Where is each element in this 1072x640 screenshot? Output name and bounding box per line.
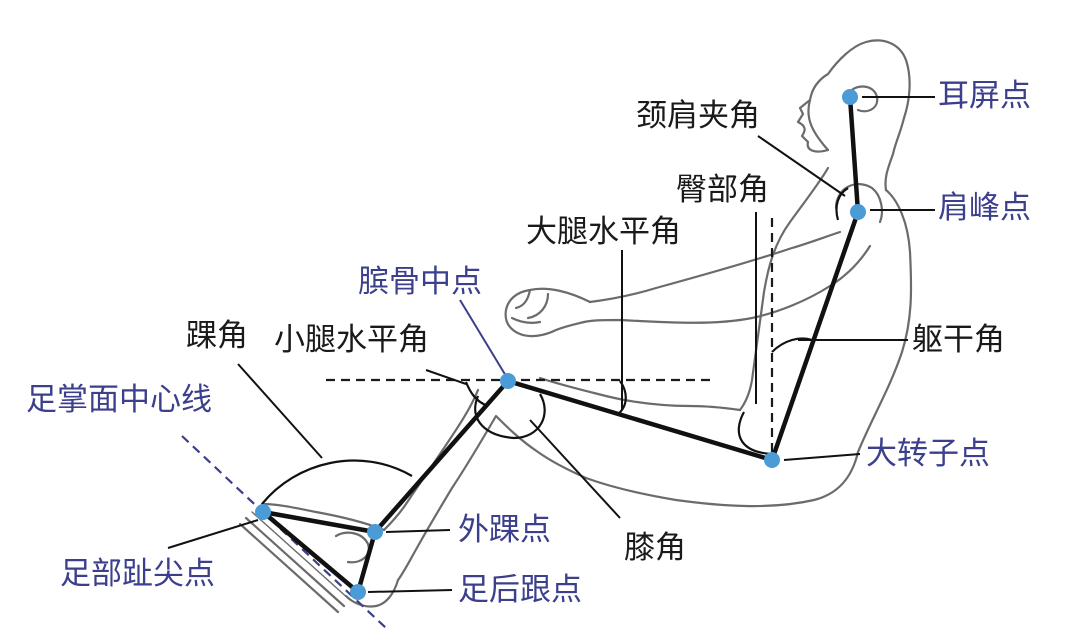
label-knee-angle: 膝角 xyxy=(624,530,686,566)
finger-3 xyxy=(510,316,542,324)
hand-outline xyxy=(504,287,592,338)
label-toe-tip: 足部趾尖点 xyxy=(60,556,215,592)
leader-shank xyxy=(425,369,467,385)
label-sole-center-line: 足掌面中心线 xyxy=(26,382,212,418)
leader-knee xyxy=(529,419,621,519)
ankle-angle-arc xyxy=(261,459,413,505)
link-toe-heel xyxy=(260,509,361,595)
upper-arm-bottom xyxy=(582,244,872,324)
leader-ankle xyxy=(237,363,323,459)
finger-2 xyxy=(526,292,550,320)
label-heel-point: 足后跟点 xyxy=(458,572,582,608)
label-ear-tragion: 耳屏点 xyxy=(938,78,1031,114)
foot-top xyxy=(260,502,386,532)
label-greater-trochanter: 大转子点 xyxy=(866,436,990,472)
ear-dot xyxy=(842,89,858,105)
link-hip-knee xyxy=(505,378,775,463)
leader-patella xyxy=(459,299,507,377)
neck-shoulder-angle-arc xyxy=(835,187,849,221)
leader-lines-blue xyxy=(459,299,507,377)
calf-back xyxy=(396,414,588,582)
label-shank-horizontal-angle: 小腿水平角 xyxy=(274,322,429,358)
leader-toe xyxy=(167,519,259,549)
finger-1 xyxy=(514,288,532,310)
pedal-plate-top xyxy=(244,516,346,608)
label-trunk-angle: 躯干角 xyxy=(912,322,1005,358)
thigh-top xyxy=(538,376,742,412)
leader-neck-shoulder xyxy=(757,135,846,197)
label-lateral-malleolus: 外踝点 xyxy=(458,512,551,548)
knee-dot xyxy=(500,373,516,389)
leader-trochanter xyxy=(783,453,861,461)
link-ear-shoulder xyxy=(847,94,861,215)
label-ankle-angle: 踝角 xyxy=(186,318,248,354)
shank-angle-arc xyxy=(464,381,489,408)
leader-heel xyxy=(367,589,453,593)
back-outline xyxy=(856,188,913,454)
landmark-dots xyxy=(255,89,866,600)
link-shoulder-hip xyxy=(769,209,861,463)
label-patella-midpoint: 膑骨中点 xyxy=(358,264,482,300)
heel-dot xyxy=(350,584,366,600)
ankle-bump xyxy=(334,531,370,564)
ankle-dot xyxy=(367,524,383,540)
leader-malleolus xyxy=(385,529,451,533)
pedal-plate-bottom xyxy=(238,522,340,614)
seat-back-curve xyxy=(584,450,860,508)
link-ankle-heel xyxy=(355,529,378,595)
face-profile xyxy=(796,98,830,153)
link-ankle-toe xyxy=(260,509,378,535)
label-neck-shoulder-angle: 颈肩夹角 xyxy=(636,98,760,134)
label-hip-angle: 臀部角 xyxy=(676,172,769,208)
label-thigh-horizontal-angle: 大腿水平角 xyxy=(526,214,681,250)
knee-angle-arc xyxy=(474,393,546,440)
chest-outline xyxy=(738,166,830,412)
link-knee-ankle xyxy=(372,378,511,535)
hip-dot xyxy=(764,452,780,468)
label-acromion: 肩峰点 xyxy=(938,190,1031,226)
pedal-plate-hatch xyxy=(251,511,351,601)
hip-angle-arc xyxy=(737,411,773,456)
toe-dot xyxy=(255,504,271,520)
head-outline xyxy=(807,39,911,192)
skeleton-links xyxy=(260,94,861,595)
shoulder-dot xyxy=(850,204,866,220)
leader-lines xyxy=(167,96,935,593)
